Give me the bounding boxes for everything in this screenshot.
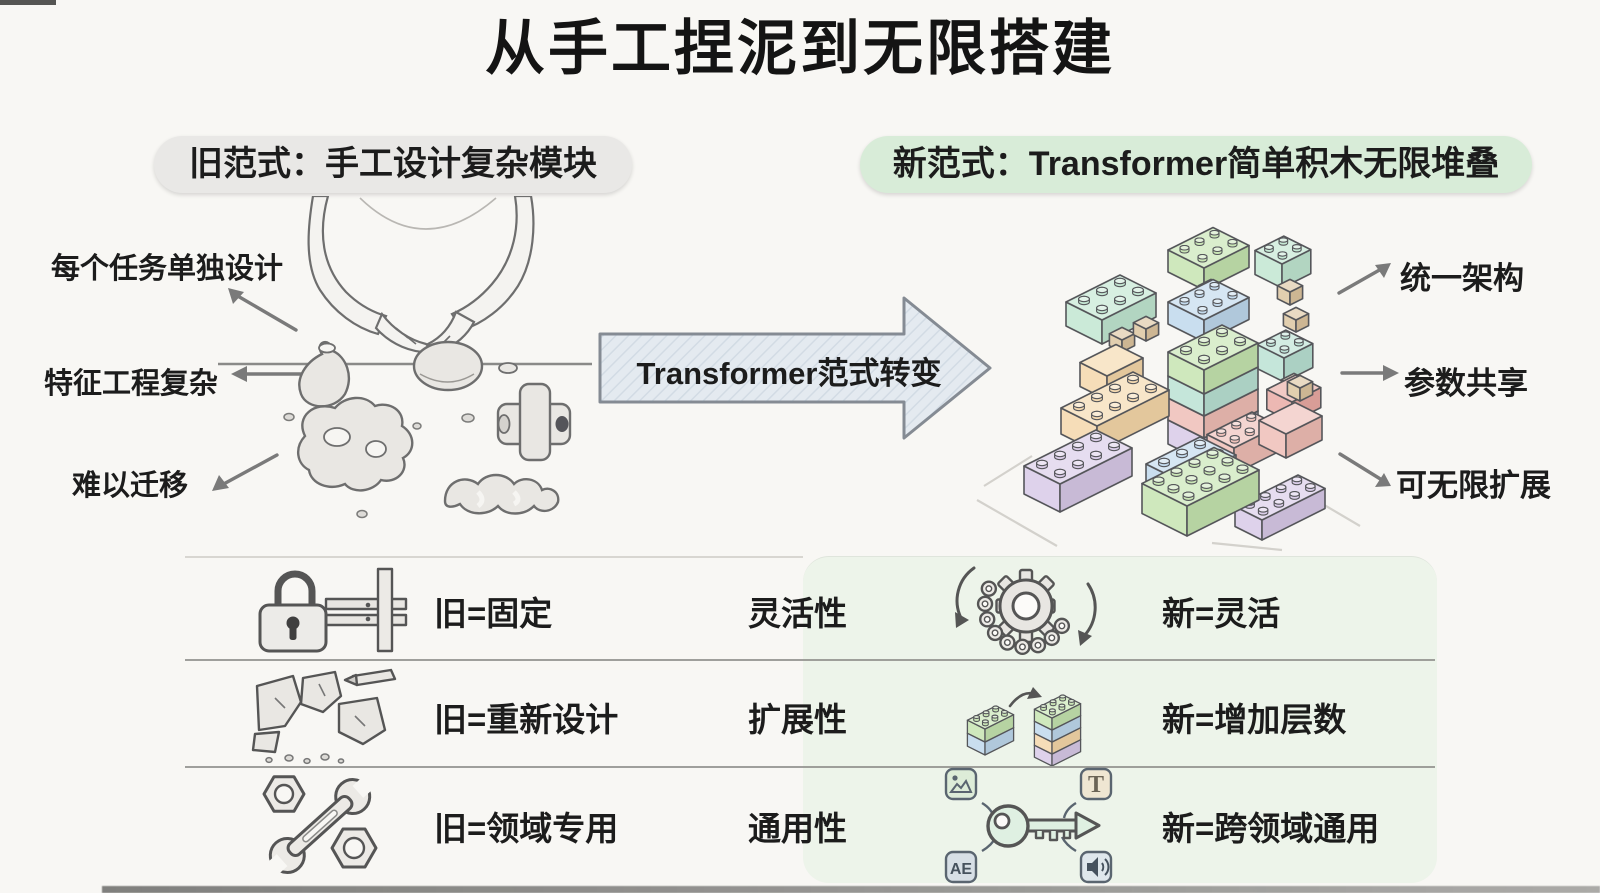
torso-sketch: [359, 197, 497, 230]
lego-brick: [1256, 329, 1314, 383]
old-callout-2: 特征工程复杂: [44, 368, 219, 400]
clay-hook-sketch: [443, 473, 560, 515]
key-modalities-icon: T AE: [944, 767, 1113, 884]
left-arm-sketch: [307, 196, 388, 336]
image-icon: [944, 767, 978, 801]
new-callout-1: 统一架构: [1400, 261, 1524, 296]
lego-brick: [1167, 278, 1250, 343]
lego-brick: [1254, 235, 1312, 289]
scan-artifact-bottom: [102, 886, 1600, 893]
row3-dimension-label: 通用性: [748, 810, 847, 847]
lego-brick: [1234, 474, 1326, 541]
broken-pieces-icon: [251, 668, 397, 765]
new-callout-2: 参数共享: [1404, 366, 1528, 401]
scan-artifact-top: [0, 0, 56, 5]
nut: [330, 827, 378, 869]
svg-text:AE: AE: [950, 861, 973, 878]
language-icon: AE: [944, 850, 978, 884]
clay-ball-sketch: [412, 340, 484, 392]
lego-tower-illustration: [976, 226, 1361, 552]
clay-hole-2: [365, 440, 387, 458]
audio-icon: [1079, 850, 1113, 884]
clay-ball-shading: [419, 373, 475, 383]
brick-stack-icon: [966, 687, 1082, 766]
callout-arrow-up-right-icon: [1337, 263, 1391, 295]
row2-new-label: 新=增加层数: [1162, 701, 1347, 738]
lego-brick: [1167, 226, 1250, 291]
row-separator-1: [185, 659, 1435, 661]
clay-bit: [498, 362, 518, 374]
callout-arrow-up-left-icon: [228, 288, 298, 332]
lego-brick: [1141, 446, 1260, 537]
new-paradigm-panel: [803, 556, 1437, 883]
key: [986, 804, 1101, 848]
row1-new-label: 新=灵活: [1162, 595, 1281, 632]
clay-hook-gaps: [476, 490, 521, 508]
left-hand-sketch: [374, 311, 437, 354]
row-separator-top: [185, 556, 803, 558]
clay-sculpting-sketch: [218, 196, 592, 519]
lego-brick: [1132, 315, 1160, 342]
gear-chain-icon: [955, 566, 1097, 656]
page-title: 从手工捏泥到无限搭建: [485, 15, 1115, 82]
svg-text:T: T: [1088, 772, 1104, 798]
row2-old-label: 旧=重新设计: [434, 701, 619, 738]
row1-dimension-label: 灵活性: [748, 595, 847, 632]
row-separator-2: [185, 766, 1435, 768]
lego-brick: [1065, 274, 1157, 345]
ground-lines: [976, 455, 1361, 552]
wrench-nuts-icon: [262, 774, 378, 878]
lego-brick: [1258, 401, 1323, 459]
lego-brick: [1286, 374, 1314, 402]
lego-brick: [1276, 278, 1304, 306]
lego-brick: [1167, 324, 1259, 395]
new-paradigm-header: 新范式：Transformer简单积木无限堆叠: [860, 136, 1532, 193]
callout-arrow-left-icon: [231, 366, 308, 382]
callout-arrow-down-left-icon: [212, 453, 279, 491]
chain: [976, 580, 1071, 656]
lego-brick: [1023, 429, 1133, 513]
nut: [262, 775, 306, 813]
transition-arrow-label: Transformer范式转变: [636, 356, 942, 391]
lock-rail-icon: [258, 567, 408, 653]
row1-old-label: 旧=固定: [434, 595, 553, 632]
lego-brick: [1282, 306, 1310, 333]
transition-arrow: [598, 296, 992, 440]
lego-brick: [966, 705, 1015, 743]
row3-old-label: 旧=领域专用: [434, 810, 619, 847]
clay-hole-1: [323, 427, 351, 447]
clay-tangle-sketch: [297, 396, 414, 492]
new-callout-3: 可无限扩展: [1396, 468, 1551, 503]
lego-brick: [1033, 694, 1082, 731]
clay-cross-block-sketch: [496, 382, 572, 462]
row3-new-label: 新=跨领域通用: [1162, 810, 1380, 847]
text-icon: T: [1079, 767, 1113, 801]
callout-arrow-right-icon: [1340, 365, 1399, 381]
old-callout-3: 难以迁移: [72, 470, 189, 502]
clay-vase-opening: [318, 342, 336, 354]
gear: [995, 568, 1056, 644]
callout-arrow-down-right-icon: [1338, 452, 1391, 487]
clay-pebbles: [283, 412, 475, 519]
wrench: [264, 774, 376, 878]
right-arm-sketch: [450, 196, 535, 332]
row2-dimension-label: 扩展性: [748, 701, 847, 738]
old-paradigm-header: 旧范式：手工设计复杂模块: [154, 136, 632, 193]
old-callout-1: 每个任务单独设计: [51, 253, 284, 285]
